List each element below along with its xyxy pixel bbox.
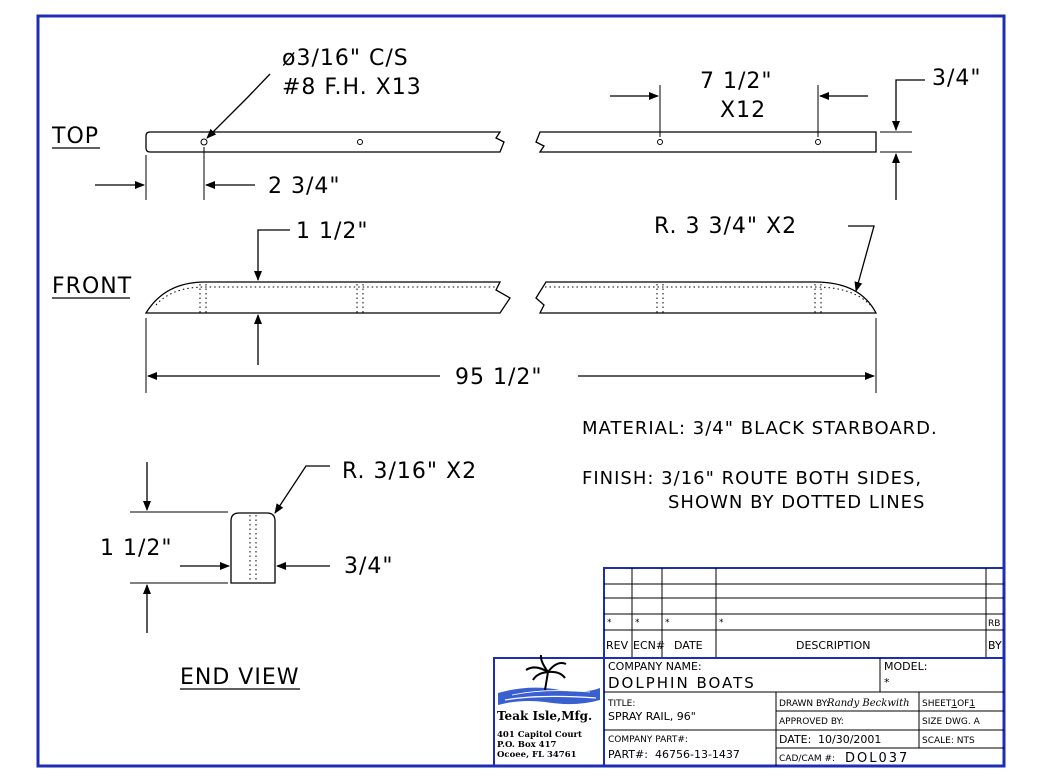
date-value: 10/30/2001 xyxy=(818,733,881,746)
company-name: DOLPHIN BOATS xyxy=(608,674,756,692)
scale-label: SCALE: NTS xyxy=(922,736,975,746)
finish-note-2: SHOWN BY DOTTED LINES xyxy=(668,492,925,513)
front-radius: R. 3 3/4" X2 xyxy=(654,214,797,239)
end-view-label: END VIEW xyxy=(180,665,299,690)
address-line-3: Ocoee, FL 34761 xyxy=(497,750,577,760)
end-radius: R. 3/16" X2 xyxy=(342,459,477,484)
drawing-title: SPRAY RAIL, 96" xyxy=(608,710,696,723)
top-view-label: TOP xyxy=(51,124,99,149)
hole-spacing: 7 1/2" xyxy=(700,69,773,94)
revision-block: * * * * RB REV ECN# DATE DESCRIPTION BY xyxy=(603,567,1005,659)
hole-note-2: #8 F.H. X13 xyxy=(282,75,422,100)
title-block: Teak Isle,Mfg. 401 Capitol Court P.O. Bo… xyxy=(493,654,1005,767)
part-label: PART#: xyxy=(608,748,648,761)
by-header: BY xyxy=(988,639,1002,652)
end-width: 3/4" xyxy=(344,554,394,579)
rev-mark-1: * xyxy=(607,618,612,628)
rev-mark-3: * xyxy=(665,618,670,628)
rev-header: REV xyxy=(606,639,629,652)
sheet-border xyxy=(36,14,1006,768)
size-label: SIZE DWG. A xyxy=(922,717,981,727)
ecn-header: ECN# xyxy=(633,639,665,652)
drawn-by-label: DRAWN BY: xyxy=(779,699,829,709)
approved-by-label: APPROVED BY: xyxy=(779,717,844,727)
address-line-2: P.O. Box 417 xyxy=(497,740,556,750)
rev-mark-2: * xyxy=(635,618,640,628)
drawn-by-value: Randy Beckwith xyxy=(826,698,910,709)
address-line-1: 401 Capitol Court xyxy=(497,730,582,740)
front-view-label: FRONT xyxy=(52,274,132,299)
front-view: FRONT 1 1/2" R. 3 3/4" X2 95 1/2" xyxy=(52,214,878,393)
hole-count: X12 xyxy=(720,98,766,123)
date-header: DATE xyxy=(674,639,703,652)
overall-length: 95 1/2" xyxy=(455,365,543,390)
company-logo: Teak Isle,Mfg. 401 Capitol Court P.O. Bo… xyxy=(497,654,600,760)
company-name-label: COMPANY NAME: xyxy=(608,660,702,673)
top-view: TOP ø3/16" C/S #8 F.H. X13 7 1/2" X12 3/… xyxy=(51,46,982,200)
sheet-label: SHEET1OF1 xyxy=(922,699,975,709)
date-label: DATE: xyxy=(779,733,811,746)
logo-company-name: Teak Isle,Mfg. xyxy=(497,709,592,723)
description-header: DESCRIPTION xyxy=(796,639,870,652)
hole-note-1: ø3/16" C/S xyxy=(282,46,409,71)
notes: MATERIAL: 3/4" BLACK STARBOARD. FINISH: … xyxy=(582,418,938,513)
model-label: MODEL: xyxy=(884,660,927,673)
finish-note-1: FINISH: 3/16" ROUTE BOTH SIDES, xyxy=(582,468,922,489)
model-value: * xyxy=(884,676,890,689)
edge-offset: 2 3/4" xyxy=(268,174,341,199)
cad-number: DOL037 xyxy=(845,751,909,766)
part-number: 46756-13-1437 xyxy=(655,748,740,761)
end-view: 1 1/2" 3/4" R. 3/16" X2 END VIEW xyxy=(100,459,477,690)
top-width: 3/4" xyxy=(932,66,982,91)
material-note: MATERIAL: 3/4" BLACK STARBOARD. xyxy=(582,418,938,439)
front-height: 1 1/2" xyxy=(296,219,369,244)
title-label: TITLE: xyxy=(607,699,635,709)
rev-mark-4: * xyxy=(719,618,724,628)
end-height: 1 1/2" xyxy=(100,536,173,561)
rev-rb: RB xyxy=(988,619,1000,629)
company-part-label: COMPANY PART#: xyxy=(608,735,688,745)
cad-label: CAD/CAM #: xyxy=(779,754,835,764)
